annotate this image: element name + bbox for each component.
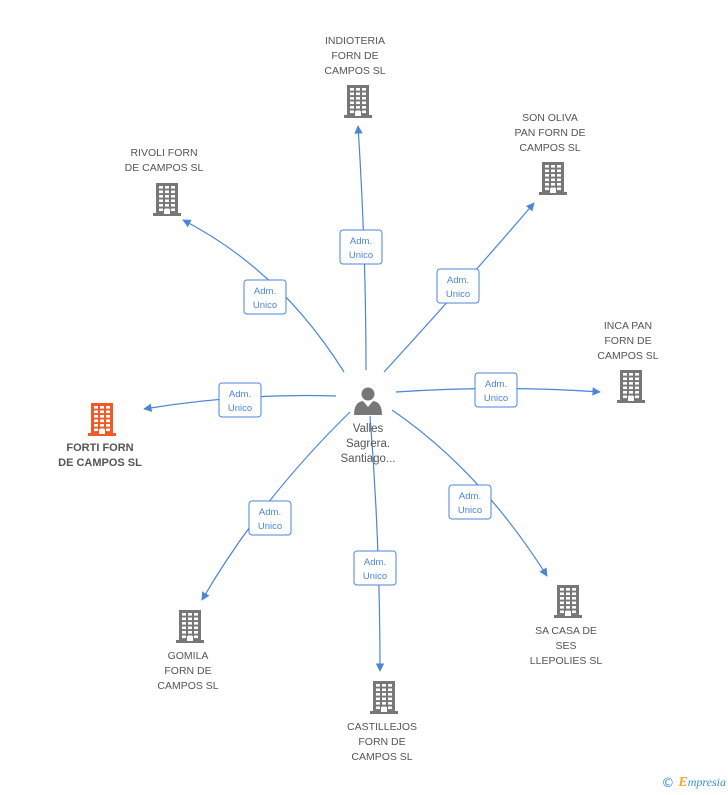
company-label: CAMPOS SL: [597, 350, 658, 362]
building-icon: [554, 585, 582, 618]
role-text: Unico: [484, 393, 508, 404]
role-badge-castillejos[interactable]: Adm. Unico: [353, 550, 397, 586]
building-icon: [370, 681, 398, 714]
company-label: FORTI FORN: [66, 442, 133, 454]
company-label: SA CASA DE: [535, 625, 597, 637]
role-text: Adm.: [259, 507, 281, 518]
company-label: DE CAMPOS SL: [125, 162, 204, 174]
role-text: Unico: [253, 300, 277, 311]
role-text: Adm.: [364, 557, 386, 568]
person-name-label: Sagrera.: [346, 438, 390, 450]
role-text: Unico: [446, 289, 470, 300]
company-label: SON OLIVA: [522, 112, 578, 124]
role-text: Adm.: [229, 389, 251, 400]
company-node-son-oliva[interactable]: SON OLIVA PAN FORN DE CAMPOS SL: [515, 112, 586, 195]
role-text: Adm.: [485, 379, 507, 390]
role-badge-indioteria[interactable]: Adm. Unico: [339, 229, 383, 265]
building-icon: [539, 162, 567, 195]
role-text: Adm.: [447, 275, 469, 286]
company-label: FORN DE: [358, 736, 405, 748]
brand-initial: E: [678, 775, 688, 790]
company-node-inca-pan[interactable]: INCA PAN FORN DE CAMPOS SL: [597, 320, 659, 403]
company-label: DE CAMPOS SL: [58, 457, 142, 469]
brand-name: mpresia: [687, 775, 726, 789]
company-node-sa-casa[interactable]: SA CASA DE SES LLEPOLIES SL: [530, 585, 603, 667]
role-text: Adm.: [254, 286, 276, 297]
person-name-label: Valles: [353, 423, 384, 435]
building-icon: [176, 610, 204, 643]
company-node-rivoli[interactable]: RIVOLI FORN DE CAMPOS SL: [125, 147, 204, 216]
edge-sa-casa: [391, 409, 548, 577]
building-icon: [153, 183, 181, 216]
role-text: Unico: [458, 505, 482, 516]
company-label: CAMPOS SL: [519, 142, 580, 154]
role-text: Adm.: [459, 491, 481, 502]
role-text: Unico: [258, 521, 282, 532]
company-label: FORN DE: [164, 665, 211, 677]
role-badge-gomila[interactable]: Adm. Unico: [248, 500, 292, 536]
role-text: Unico: [228, 403, 252, 414]
role-text: Adm.: [350, 236, 372, 247]
roles-layer: Adm.UnicoAdm.UnicoAdm.UnicoAdm.UnicoAdm.…: [218, 229, 518, 586]
brand-logo: Empresia: [678, 775, 726, 791]
company-label: CAMPOS SL: [351, 751, 412, 763]
company-label: GOMILA: [168, 650, 209, 662]
company-label: PAN FORN DE: [515, 127, 586, 139]
role-badge-inca-pan[interactable]: Adm. Unico: [474, 372, 518, 408]
edge-castillejos: [369, 415, 385, 672]
company-label: FORN DE: [604, 335, 651, 347]
highlighted-building-icon: [88, 403, 116, 436]
company-node-gomila[interactable]: GOMILA FORN DE CAMPOS SL: [157, 610, 219, 692]
company-label: CAMPOS SL: [324, 65, 385, 77]
company-label: CAMPOS SL: [157, 680, 218, 692]
company-label: SES: [555, 640, 576, 652]
company-label: LLEPOLIES SL: [530, 655, 603, 667]
company-label: INDIOTERIA: [325, 35, 385, 47]
footer-brand: © Empresia: [661, 775, 726, 791]
role-badge-sa-casa[interactable]: Adm. Unico: [448, 484, 492, 520]
building-icon: [617, 370, 645, 403]
role-text: Unico: [349, 250, 373, 261]
company-node-forti[interactable]: FORTI FORN DE CAMPOS SL: [58, 403, 142, 469]
person-icon: [354, 387, 382, 415]
building-icon: [344, 85, 372, 118]
copyright-icon: ©: [661, 775, 675, 791]
role-badge-forti[interactable]: Adm. Unico: [218, 382, 262, 418]
role-badge-rivoli[interactable]: Adm. Unico: [243, 279, 287, 315]
company-node-castillejos[interactable]: CASTILLEJOS FORN DE CAMPOS SL: [347, 681, 417, 763]
nodes-layer: INDIOTERIA FORN DE CAMPOS SL SON OLIVA PAN F…: [58, 35, 659, 763]
company-label: FORN DE: [331, 50, 378, 62]
person-name-label: Santiago...: [341, 453, 396, 465]
company-node-indioteria[interactable]: INDIOTERIA FORN DE CAMPOS SL: [324, 35, 386, 118]
role-text: Unico: [363, 571, 387, 582]
company-label: INCA PAN: [604, 320, 652, 332]
role-badge-son-oliva[interactable]: Adm. Unico: [436, 268, 480, 304]
company-label: RIVOLI FORN: [130, 147, 197, 159]
company-label: CASTILLEJOS: [347, 721, 417, 733]
